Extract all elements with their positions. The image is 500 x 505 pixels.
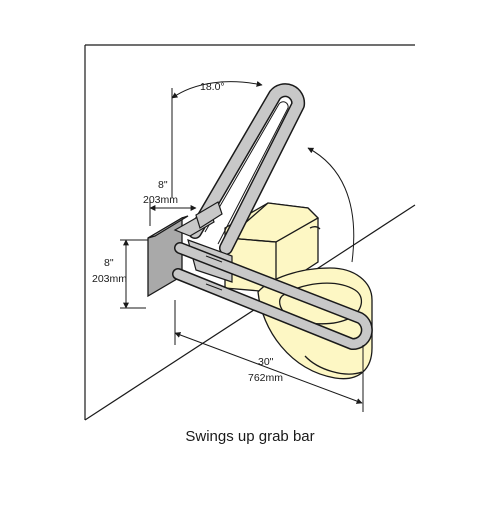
upper-dim-mm: 203mm: [143, 194, 178, 206]
raised-grab-bar: [188, 83, 306, 255]
angle-dimension: [171, 80, 263, 198]
wall-lines: [84, 44, 416, 421]
upper-dim-inches: 8": [158, 179, 168, 191]
length-dim-mm: 762mm: [248, 372, 283, 384]
side-dim-inches: 8": [104, 257, 114, 269]
side-dimension: [120, 239, 148, 309]
length-dimension: [174, 300, 364, 412]
floor-wall-line: [84, 204, 416, 421]
upper-dimension: [149, 200, 197, 226]
swing-arc-arrow: [307, 147, 355, 263]
angle-arc: [171, 80, 263, 99]
angle-label: 18.0°: [200, 81, 225, 93]
diagram-caption: Swings up grab bar: [185, 428, 314, 445]
side-dim-mm: 203mm: [92, 273, 127, 285]
length-dim-inches: 30": [258, 356, 274, 368]
